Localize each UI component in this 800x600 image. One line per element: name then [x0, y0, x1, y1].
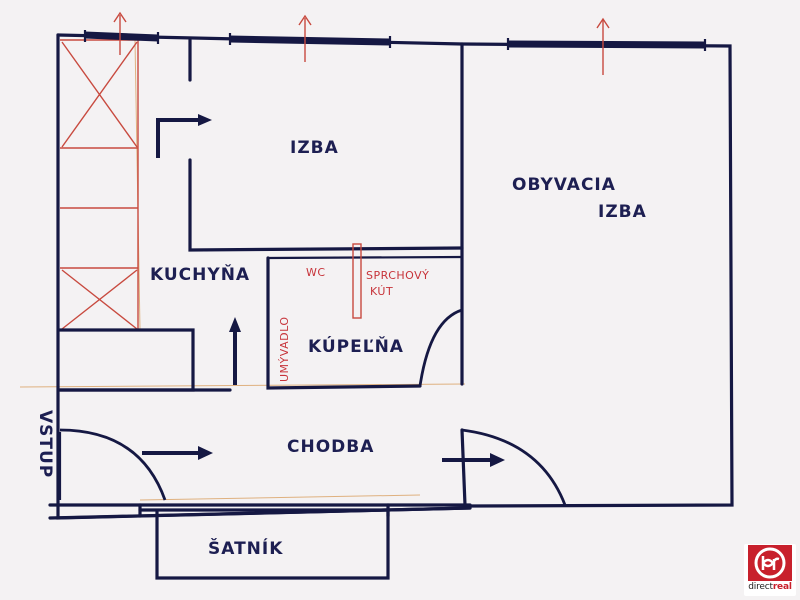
direction-arrows [142, 114, 505, 467]
room-label-kuchyna: KUCHYŇA [150, 263, 250, 285]
direct-real-logo: directreal [744, 544, 796, 596]
ventilation-arrows [113, 11, 610, 75]
shower-label-line2: KÚT [370, 285, 393, 298]
room-label-satnik: ŠATNÍK [208, 537, 283, 559]
interior-walls [58, 38, 467, 507]
room-label-obyvacia-line1: OBYVACIA [512, 175, 616, 195]
logo-text-real: real [772, 582, 792, 592]
room-label-obyvacia-line2: IZBA [598, 202, 647, 222]
windows [83, 30, 707, 51]
wc-label: WC [306, 266, 326, 279]
entrance-label: VSTUP [35, 410, 55, 478]
sink-label: UMÝVADLO [278, 317, 291, 382]
direct-real-logo-icon [748, 545, 792, 581]
room-label-izba: IZBA [290, 138, 339, 158]
kitchen-counter-grid [60, 39, 140, 331]
shower-divider [352, 243, 362, 319]
shower-label-line1: SPRCHOVÝ [366, 269, 429, 282]
doors [58, 308, 567, 506]
room-label-chodba: CHODBA [287, 437, 374, 457]
direct-real-logo-text: directreal [744, 582, 796, 592]
wardrobe [138, 503, 390, 580]
room-label-kupelna: KÚPEĽŇA [308, 335, 404, 357]
logo-text-direct: direct [748, 582, 773, 592]
